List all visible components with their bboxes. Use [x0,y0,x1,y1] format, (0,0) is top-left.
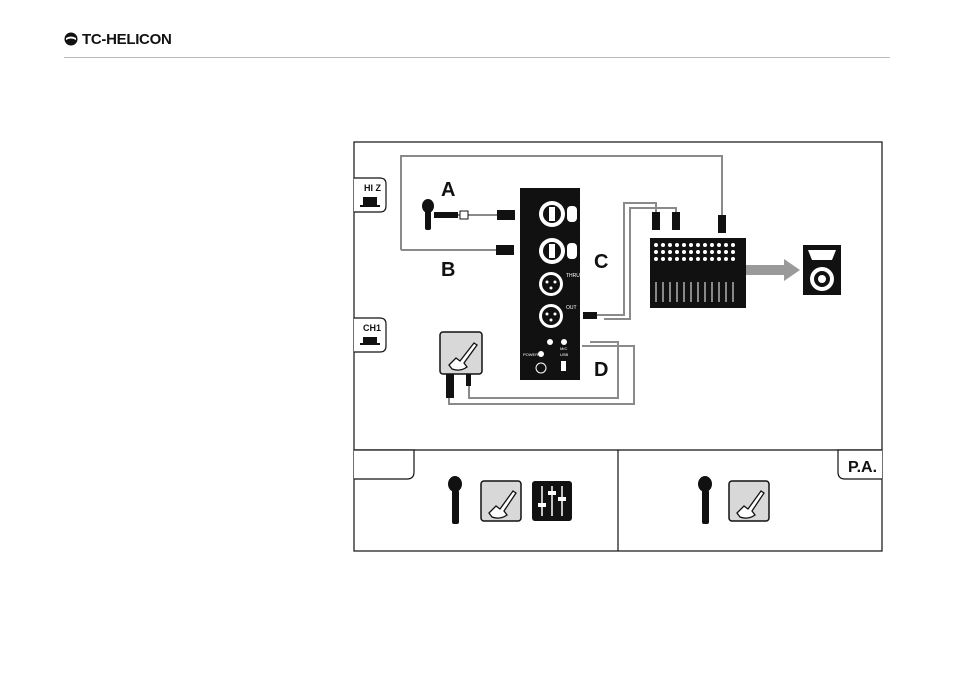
connector-c-mixer-2 [672,212,680,230]
left-panel-tab [354,450,414,479]
jack-2 [561,339,567,345]
jack-1 [547,339,553,345]
voicelive-device: THRU OUT MIC POWER USB [520,188,580,380]
ch1-button: CH1 [354,318,386,352]
microphone-icon [448,476,462,524]
mixer-knob [675,250,679,254]
hiz-label: HI Z [364,183,382,193]
label-a: A [441,179,455,201]
usb-port [561,361,566,371]
mixer-knob [682,243,686,247]
electric-guitar-icon [440,332,482,374]
mixer-knob [703,250,707,254]
mixer-knob [661,243,665,247]
mixer-knob [696,257,700,261]
mixer-knob [710,250,714,254]
mixer-knob [724,257,728,261]
mixer-knob [717,243,721,247]
xlr-output-1 [539,272,563,296]
power-button [538,351,544,357]
electric-guitar-icon [481,481,521,521]
connector-b-mixer [718,215,726,233]
mixer-knob [689,243,693,247]
mixer-knob [682,250,686,254]
pa-speaker-icon [803,245,841,295]
mixer-knob [654,257,658,261]
mixing-console-icon [650,238,746,308]
mixer-knob [696,250,700,254]
connector-a [497,210,515,220]
mixer-knob [724,243,728,247]
mixer-knob [724,250,728,254]
out-label: OUT [566,305,577,311]
thru-label: THRU [566,273,580,279]
mixer-knob [710,243,714,247]
label-c: C [594,251,608,273]
ch1-label: CH1 [363,323,381,333]
xlr-output-2 [539,304,563,328]
mixer-knob [661,257,665,261]
mixer-knob [717,257,721,261]
mixer-knob [675,243,679,247]
connector-b [496,245,514,255]
mixer-knob [668,243,672,247]
signal-arrow [746,259,800,281]
connector-c-mixer-1 [652,212,660,230]
mixer-knob [675,257,679,261]
hiz-button: HI Z [354,178,386,212]
label-d: D [594,359,608,381]
mixer-knob [731,250,735,254]
mixer-knob [703,243,707,247]
power-label: POWER [523,352,538,357]
mixer-knob [703,257,707,261]
mixer-knob [654,250,658,254]
connector-c [583,312,597,319]
mixer-faders-icon [532,481,572,521]
microphone-icon [422,199,468,230]
mixer-knob [696,243,700,247]
mixer-knob [731,243,735,247]
mixer-knob [717,250,721,254]
mixer-knob [661,250,665,254]
microphone-icon [698,476,712,524]
thru-cable-plug [466,374,471,386]
mixer-knob [654,243,658,247]
mic-label: MIC [560,346,567,351]
usb-label: USB [560,352,569,357]
guitar-cable-plug [446,374,454,398]
right-tab-label: P.A. [848,459,877,476]
mixer-knob [682,257,686,261]
label-b: B [441,259,455,281]
mixer-knob [689,250,693,254]
mixer-knob [731,257,735,261]
mixer-knob [710,257,714,261]
mixer-knob [668,250,672,254]
mixer-knob [689,257,693,261]
mixer-knob [668,257,672,261]
electric-guitar-icon [729,481,769,521]
